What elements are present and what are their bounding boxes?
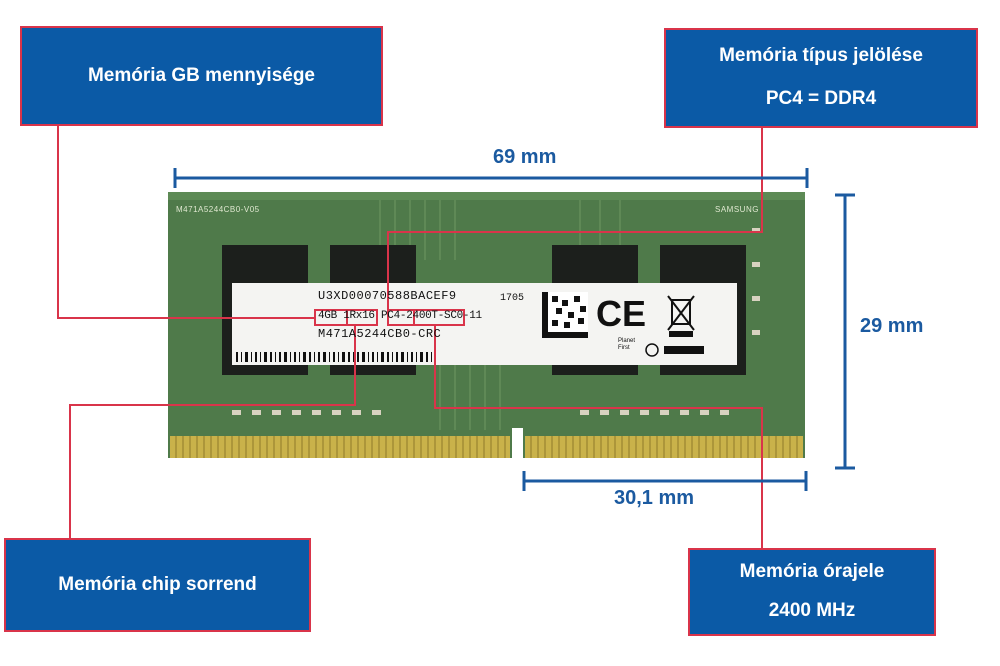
- smd-components: [232, 228, 760, 415]
- label-spec: 4GB 1Rx16 PC4-2400T-SC0-11: [318, 310, 482, 322]
- gold-contacts: [170, 436, 803, 458]
- planet-first-mark: Planet First: [618, 338, 636, 351]
- callout-type-marking: Memória típus jelölése PC4 = DDR4: [664, 28, 978, 128]
- module-label: [232, 283, 737, 365]
- label-date: 1705: [500, 293, 525, 304]
- callout-chip-order-text: Memória chip sorrend: [58, 573, 257, 595]
- callout-clock-value: 2400 MHz: [768, 600, 856, 621]
- dimension-width-label: 69 mm: [493, 146, 557, 168]
- pcb-model-text: M471A5244CB0-V05: [176, 205, 260, 214]
- callout-clock-text: Memória órajele: [739, 561, 885, 583]
- dimension-height-label: 29 mm: [860, 315, 924, 337]
- dimension-notch-label: 30,1 mm: [614, 487, 695, 509]
- datamatrix-code: [542, 292, 588, 338]
- callout-chip-order: Memória chip sorrend: [4, 538, 311, 632]
- callout-clock: Memória órajele 2400 MHz: [688, 548, 936, 636]
- label-serial: U3XD00070588BACEF9: [318, 289, 457, 303]
- ce-mark: CE: [596, 293, 647, 334]
- label-part-number: M471A5244CB0-CRC: [318, 327, 442, 341]
- callout-gb-amount-text: Memória GB mennyisége: [87, 64, 316, 86]
- callout-type-value: PC4 = DDR4: [765, 88, 877, 109]
- pcb-brand-text: SAMSUNG: [715, 205, 759, 214]
- weee-bin-icon: [667, 295, 695, 337]
- callout-gb-amount: Memória GB mennyisége: [20, 26, 383, 126]
- dimension-lines: [173, 168, 855, 491]
- callout-type-marking-text: Memória típus jelölése: [719, 45, 923, 67]
